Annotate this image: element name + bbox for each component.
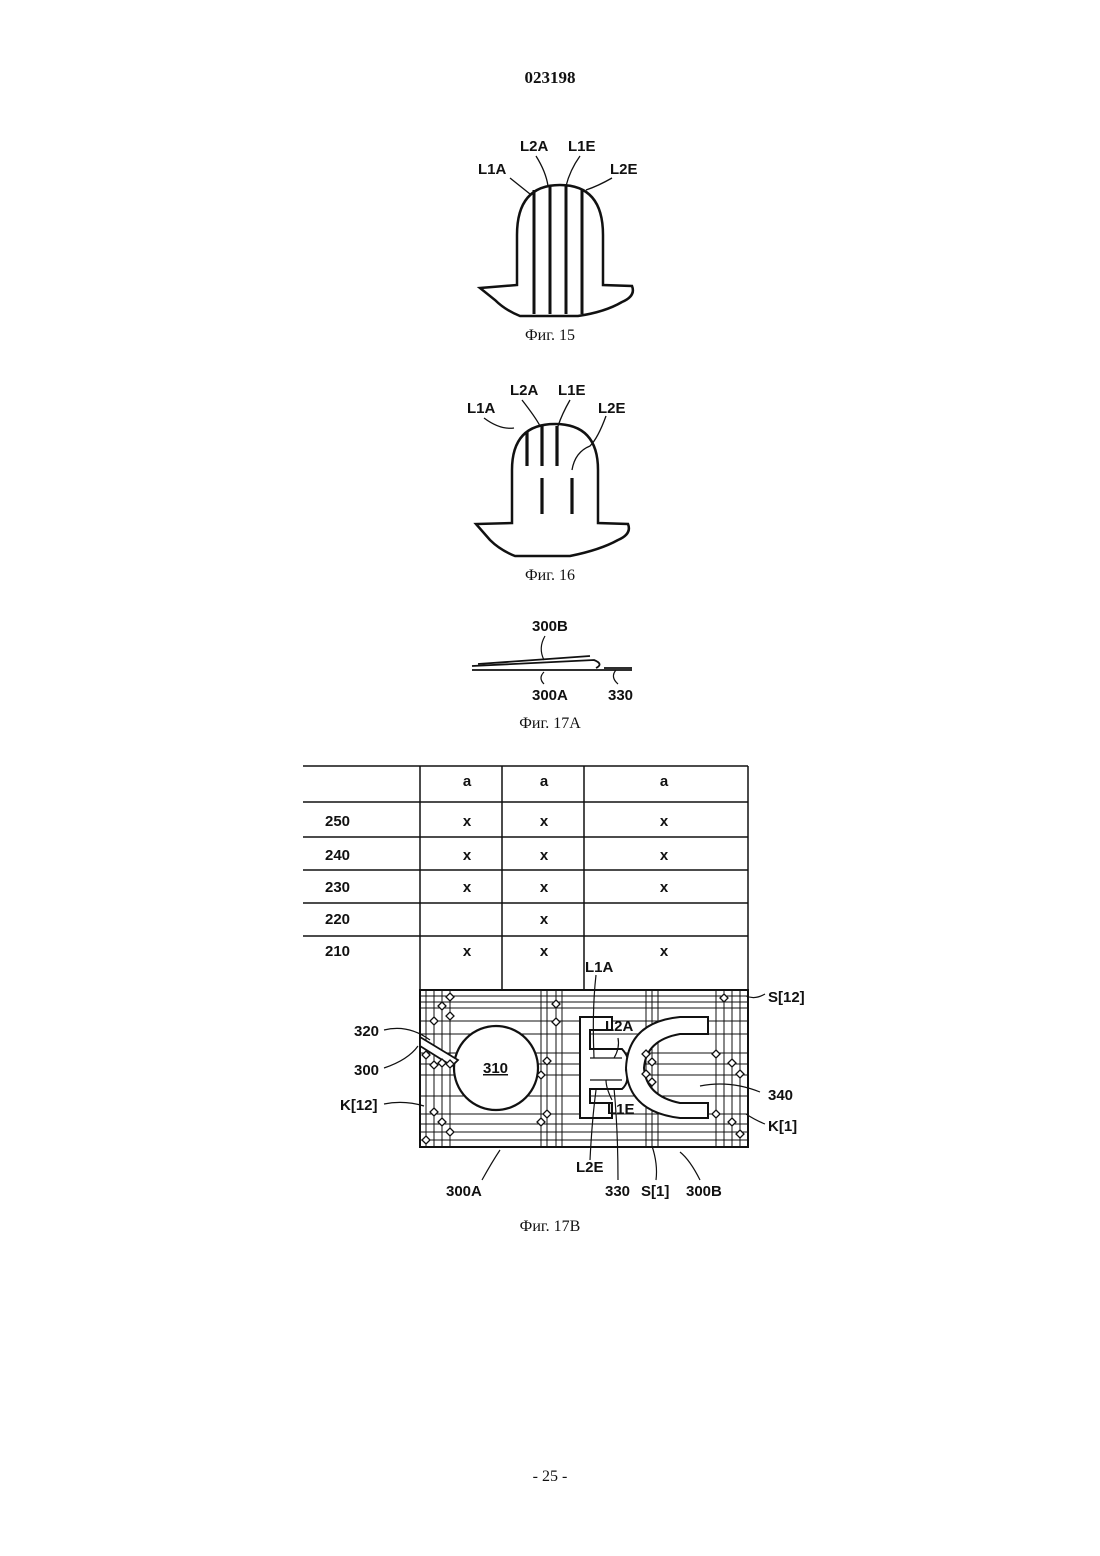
table-row-label: 240 — [325, 847, 350, 864]
table-row-label: 220 — [325, 911, 350, 928]
fig17b-label-300b: 300B — [686, 1183, 722, 1200]
fig17b-label-340: 340 — [768, 1087, 793, 1104]
fig17b-label-300: 300 — [354, 1062, 379, 1079]
fig17b-grid-panel — [420, 990, 748, 1147]
table-cell: x — [463, 847, 472, 864]
table-cell: x — [463, 813, 472, 830]
table-cell: x — [540, 943, 549, 960]
fig17b-label-300a: 300A — [446, 1183, 482, 1200]
table-header-cell: a — [463, 773, 472, 790]
table-cell: x — [660, 847, 669, 864]
table-cell: x — [540, 911, 549, 928]
table-cell: x — [463, 943, 472, 960]
fig17b-label-l1a: L1A — [585, 959, 614, 976]
table-row-label: 250 — [325, 813, 350, 830]
fig17b-label-330: 330 — [605, 1183, 630, 1200]
fig17b-label-320: 320 — [354, 1023, 379, 1040]
fig17b-label-s12: S[12] — [768, 989, 805, 1006]
table-cell: x — [540, 879, 549, 896]
table-header-cell: a — [660, 773, 669, 790]
fig17b-table — [303, 766, 748, 990]
fig17b-label-k12: K[12] — [340, 1097, 378, 1114]
table-row-label: 230 — [325, 879, 350, 896]
fig17b-label-l2e: L2E — [576, 1159, 604, 1176]
table-header-cell: a — [540, 773, 549, 790]
table-cell: x — [540, 847, 549, 864]
fig17b-label-310: 310 — [483, 1060, 508, 1077]
figure-17b-drawing: a a a 250 x x x 240 x x x 230 x x x 220 … — [0, 0, 1100, 1210]
table-cell: x — [540, 813, 549, 830]
table-cell: x — [660, 943, 669, 960]
fig17b-label-l1e: L1E — [607, 1101, 635, 1118]
table-cell: x — [660, 813, 669, 830]
fig17b-label-s1: S[1] — [641, 1183, 669, 1200]
table-cell: x — [660, 879, 669, 896]
table-cell: x — [463, 879, 472, 896]
fig17b-label-k1: K[1] — [768, 1118, 797, 1135]
fig17b-label-l2a: L2A — [605, 1018, 634, 1035]
page-number: - 25 - — [0, 1468, 1100, 1486]
fig17b-caption: Фиг. 17B — [0, 1218, 1100, 1236]
table-row-label: 210 — [325, 943, 350, 960]
